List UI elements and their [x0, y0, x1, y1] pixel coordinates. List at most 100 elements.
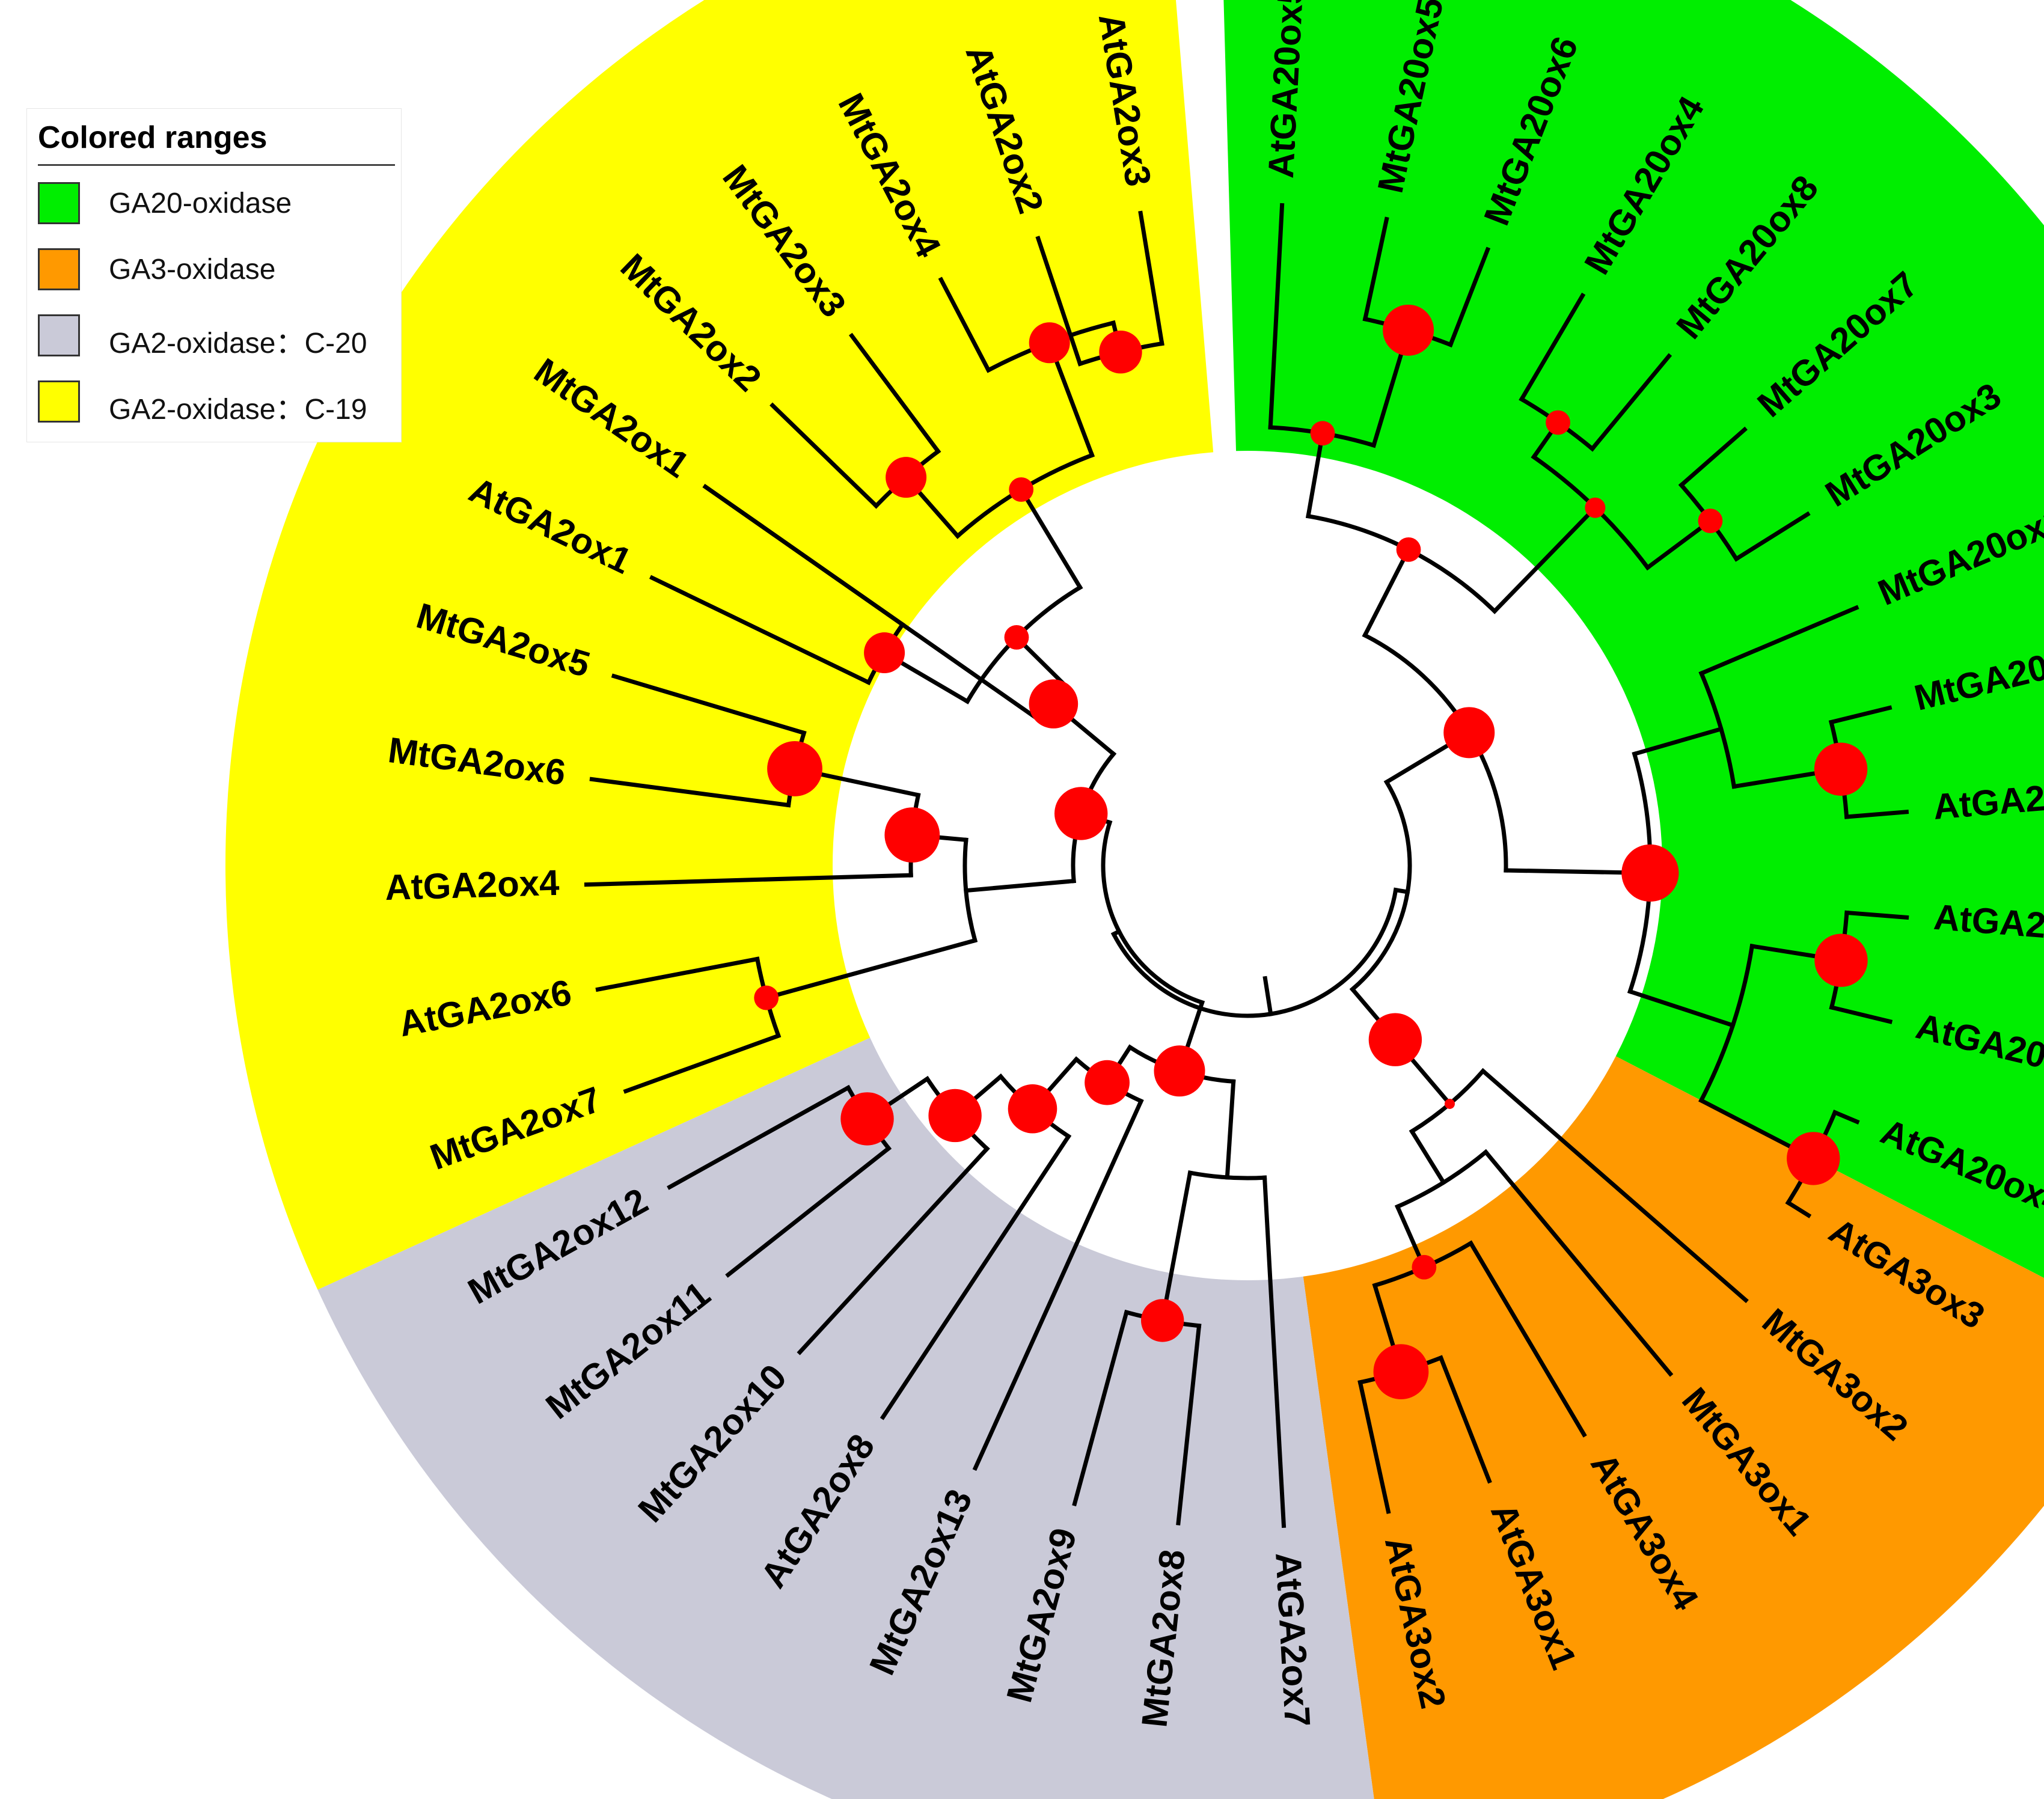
branch-line-81	[972, 1098, 1144, 1471]
branch-line-103	[649, 575, 872, 686]
bootstrap-node-22	[884, 807, 940, 863]
branch-line-118	[702, 483, 1044, 724]
branch-line-68	[1262, 1175, 1287, 1529]
branch-line-91	[589, 777, 791, 808]
branch-line-84	[964, 878, 1076, 893]
legend-swatch-ga3	[38, 248, 80, 290]
branch-line-116	[1035, 236, 1083, 367]
bootstrap-node-28	[1009, 477, 1034, 502]
legend-item-ga3-oxidase: GA3-oxidase	[38, 248, 399, 290]
bootstrap-nodes	[754, 304, 1868, 1400]
branch-line-93	[763, 938, 978, 1001]
bootstrap-node-5	[1396, 537, 1421, 562]
branch-line-53	[1357, 1379, 1391, 1514]
bootstrap-node-11	[1373, 1344, 1429, 1400]
legend-item-ga2-c20: GA2-oxidase：C-20	[38, 314, 399, 359]
bootstrap-node-27	[1029, 322, 1070, 364]
branch-arc-48	[1394, 1149, 1489, 1210]
branch-line-67	[1072, 1309, 1130, 1507]
branch-line-110	[848, 332, 941, 454]
bootstrap-node-29	[1004, 625, 1029, 650]
branch-line-78	[725, 1145, 892, 1278]
branch-line-41	[1832, 1110, 1860, 1125]
branch-line-88	[584, 873, 913, 887]
branch-line-77	[667, 1084, 851, 1190]
tip-label-atga2ox4: AtGA2ox4	[384, 863, 560, 908]
branch-line-42	[1785, 1200, 1812, 1218]
branch-line-28	[1698, 605, 1859, 676]
branch-line-14	[1492, 504, 1599, 614]
branch-arc-63	[1187, 1170, 1267, 1180]
bootstrap-node-31	[1054, 787, 1108, 840]
branch-arc-59	[1101, 819, 1205, 1006]
branch-line-9	[1268, 203, 1285, 430]
branch-line-20	[1644, 518, 1713, 571]
bootstrap-node-20	[1154, 1045, 1205, 1097]
legend-label-ga2-c19: GA2-oxidase：C-19	[109, 394, 367, 426]
legend-swatch-ga2-c20	[38, 314, 80, 356]
branch-arc-34	[1698, 944, 1755, 1104]
bootstrap-node-18	[1008, 1084, 1057, 1134]
legend-title: Colored ranges	[38, 120, 268, 155]
bootstrap-node-1	[1310, 421, 1335, 446]
branch-line-7	[1306, 430, 1326, 519]
branch-line-55	[1467, 1240, 1587, 1438]
tip-label-atga2ox7: AtGA2ox7	[1268, 1551, 1318, 1727]
branch-line-105	[1018, 486, 1083, 591]
bootstrap-node-12	[1412, 1254, 1437, 1280]
branch-line-117	[1138, 210, 1164, 346]
branch-line-80	[880, 1133, 1072, 1420]
branch-line-47	[1409, 1128, 1447, 1186]
branch-line-31	[1828, 705, 1893, 725]
bootstrap-node-3	[1698, 509, 1723, 534]
bootstrap-node-21	[767, 741, 822, 796]
bootstrap-node-26	[1099, 330, 1142, 374]
bootstrap-node-23	[754, 985, 779, 1010]
branch-line-109	[770, 402, 880, 509]
bootstrap-node-17	[928, 1089, 982, 1143]
bootstrap-node-24	[864, 632, 905, 674]
bootstrap-node-2	[1546, 410, 1570, 435]
legend-label-ga20: GA20-oxidase	[109, 188, 292, 219]
branch-line-22	[1678, 426, 1748, 488]
legend-swatch-ga20	[38, 182, 80, 224]
bootstrap-node-13	[1444, 1098, 1455, 1109]
legend: Colored ranges GA20-oxidase GA3-oxidase …	[26, 108, 402, 442]
branch-line-96	[595, 956, 760, 992]
branch-line-18	[1519, 292, 1586, 402]
branch-line-62	[1225, 1079, 1236, 1180]
range-ga2-oxidase-c-20	[317, 1037, 1374, 1799]
bootstrap-node-19	[1085, 1060, 1130, 1105]
bootstrap-node-30	[1029, 679, 1079, 728]
legend-divider	[38, 164, 395, 166]
branch-line-64	[1160, 1170, 1193, 1324]
bootstrap-node-0	[1383, 304, 1434, 356]
bootstrap-node-10	[1443, 707, 1495, 759]
branch-arc-0	[1110, 887, 1398, 1018]
branch-arc-27	[1698, 670, 1737, 789]
bootstrap-node-16	[840, 1092, 894, 1146]
range-ga3-oxidase	[1303, 1056, 2044, 1799]
branch-line-32	[1844, 810, 1909, 819]
bootstrap-node-4	[1585, 497, 1606, 518]
branch-arc-2	[1349, 779, 1412, 992]
branch-line-23	[1733, 511, 1811, 562]
bootstrap-node-15	[1140, 1299, 1184, 1342]
branch-line-66	[1176, 1323, 1202, 1526]
legend-item-ga20-oxidase: GA20-oxidase	[38, 182, 399, 224]
root-stem	[1262, 976, 1273, 1016]
branch-line-95	[623, 1033, 782, 1094]
branch-line-92	[611, 673, 807, 736]
branch-line-37	[1844, 910, 1909, 920]
branch-line-113	[938, 276, 991, 373]
legend-label-ga3: GA3-oxidase	[109, 254, 276, 286]
bootstrap-node-25	[886, 457, 927, 498]
branch-line-57	[1479, 1067, 1749, 1304]
branch-line-5	[1362, 546, 1412, 638]
branch-line-38	[1829, 1004, 1893, 1024]
branch-line-26	[1632, 726, 1724, 757]
bootstrap-node-7	[1814, 933, 1868, 987]
branch-line-19	[1589, 353, 1672, 452]
legend-swatch-ga2-c19	[38, 380, 80, 423]
